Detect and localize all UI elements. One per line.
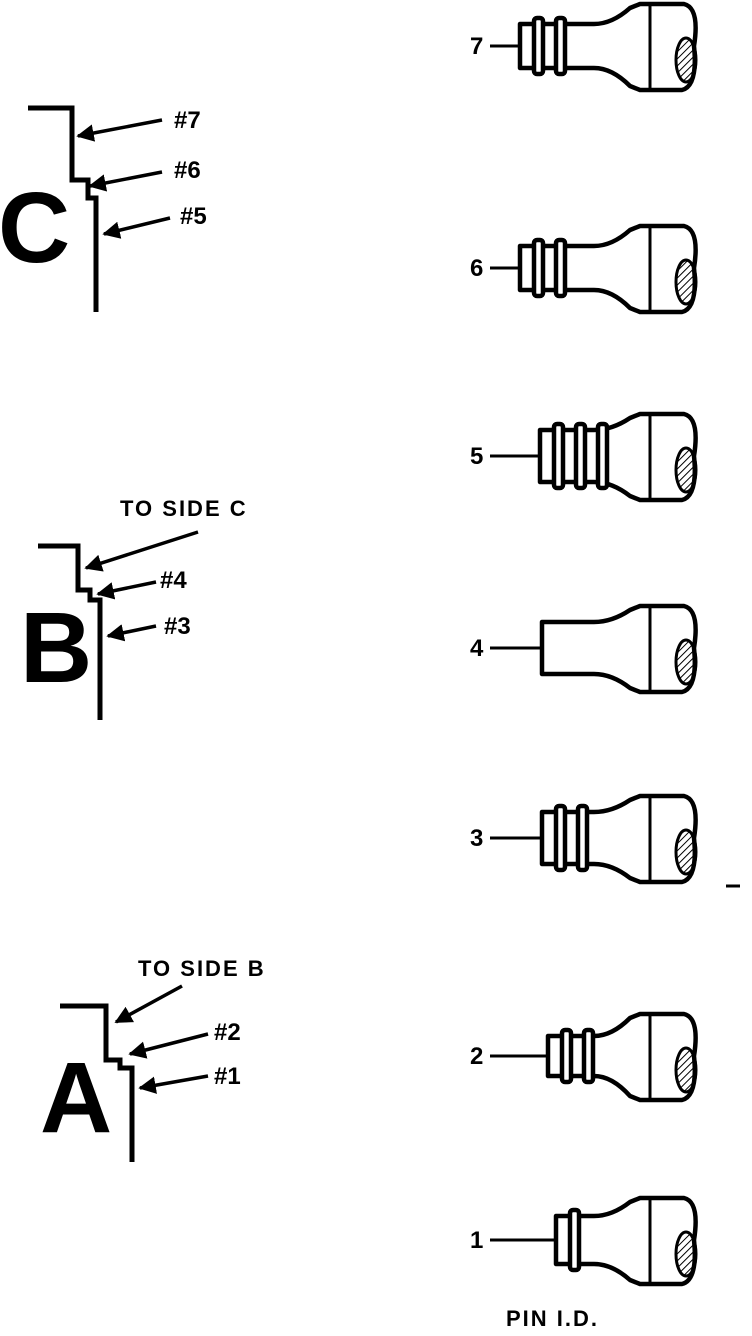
pin-7-hatched-end	[674, 36, 698, 84]
side-c-label-5: #5	[180, 203, 207, 230]
pin-5-label: 5	[470, 443, 483, 470]
side-c-label-6: #6	[174, 157, 201, 184]
pin-5: 5	[470, 411, 698, 503]
pin-3-label: 3	[470, 825, 483, 852]
pin-1-hatched-end	[674, 1230, 698, 1278]
side-a-label-2: #2	[214, 1019, 241, 1046]
side-a-letter: A	[40, 1042, 112, 1154]
pin-1: 1	[470, 1195, 698, 1287]
side-c-letter: C	[0, 172, 70, 284]
pin-1-label: 1	[470, 1227, 483, 1254]
pin-2-ring	[581, 1027, 596, 1085]
pin-2-hatched-end	[674, 1046, 698, 1094]
pin-5-ring	[573, 421, 588, 491]
side-b-letter: B	[20, 592, 92, 704]
pin-3: 3	[470, 793, 698, 885]
pin-4: 4	[470, 603, 698, 695]
pin-2-ring	[559, 1027, 574, 1085]
side-b-label-4: #4	[160, 567, 187, 594]
pin-4-body	[539, 603, 698, 695]
side-a-label-1: #1	[214, 1063, 241, 1090]
pin-3-ring	[575, 803, 590, 873]
pin-7: 7	[470, 1, 698, 93]
pin-3-ring	[553, 803, 568, 873]
side-b-label-to-side-c: TO SIDE C	[120, 496, 248, 521]
pin-5-hatched-end	[674, 446, 698, 494]
side-c-label-7: #7	[174, 107, 201, 134]
side-b-profile: B TO SIDE C #4 #3	[20, 496, 248, 720]
side-b-label-3: #3	[164, 613, 191, 640]
pin-6-hatched-end	[674, 258, 698, 306]
pin-4-hatched-end	[674, 638, 698, 686]
pin-list: 7 6 5 4 3 2 1	[470, 1, 698, 1287]
pin-6: 6	[470, 223, 698, 315]
pin-2: 2	[470, 1011, 698, 1103]
pin-6-label: 6	[470, 255, 483, 282]
pin-5-ring	[551, 421, 566, 491]
pin-7-body	[517, 1, 698, 93]
pin-7-ring	[553, 15, 568, 77]
pin-id-caption: PIN I.D.	[506, 1306, 599, 1331]
pin-6-ring	[553, 237, 568, 299]
pin-4-label: 4	[470, 635, 484, 662]
pin-7-ring	[531, 15, 546, 77]
pin-6-body	[517, 223, 698, 315]
pin-6-ring	[531, 237, 546, 299]
pin-1-ring	[567, 1207, 582, 1273]
side-a-label-to-side-b: TO SIDE B	[138, 956, 266, 981]
side-c-profile: C #7 #6 #5	[0, 105, 207, 312]
pin-7-label: 7	[470, 33, 483, 60]
pin-3-hatched-end	[674, 828, 698, 876]
pin-2-label: 2	[470, 1043, 483, 1070]
side-a-profile: A TO SIDE B #2 #1	[40, 956, 266, 1162]
pin-5-ring	[595, 421, 610, 491]
